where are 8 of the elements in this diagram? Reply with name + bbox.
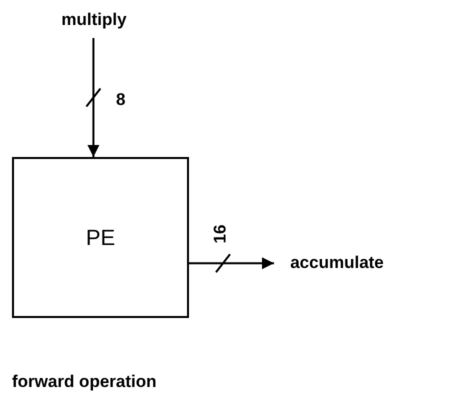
bus-arrow bbox=[86, 38, 102, 157]
bus-width-label: 16 bbox=[210, 224, 230, 244]
process-box: PE bbox=[12, 157, 189, 318]
bus-width-label: 8 bbox=[116, 90, 126, 110]
bus-arrow bbox=[189, 254, 274, 273]
caption: forward operation bbox=[12, 372, 157, 392]
input-label: multiply bbox=[52, 8, 136, 32]
output-label: accumulate bbox=[282, 251, 392, 275]
